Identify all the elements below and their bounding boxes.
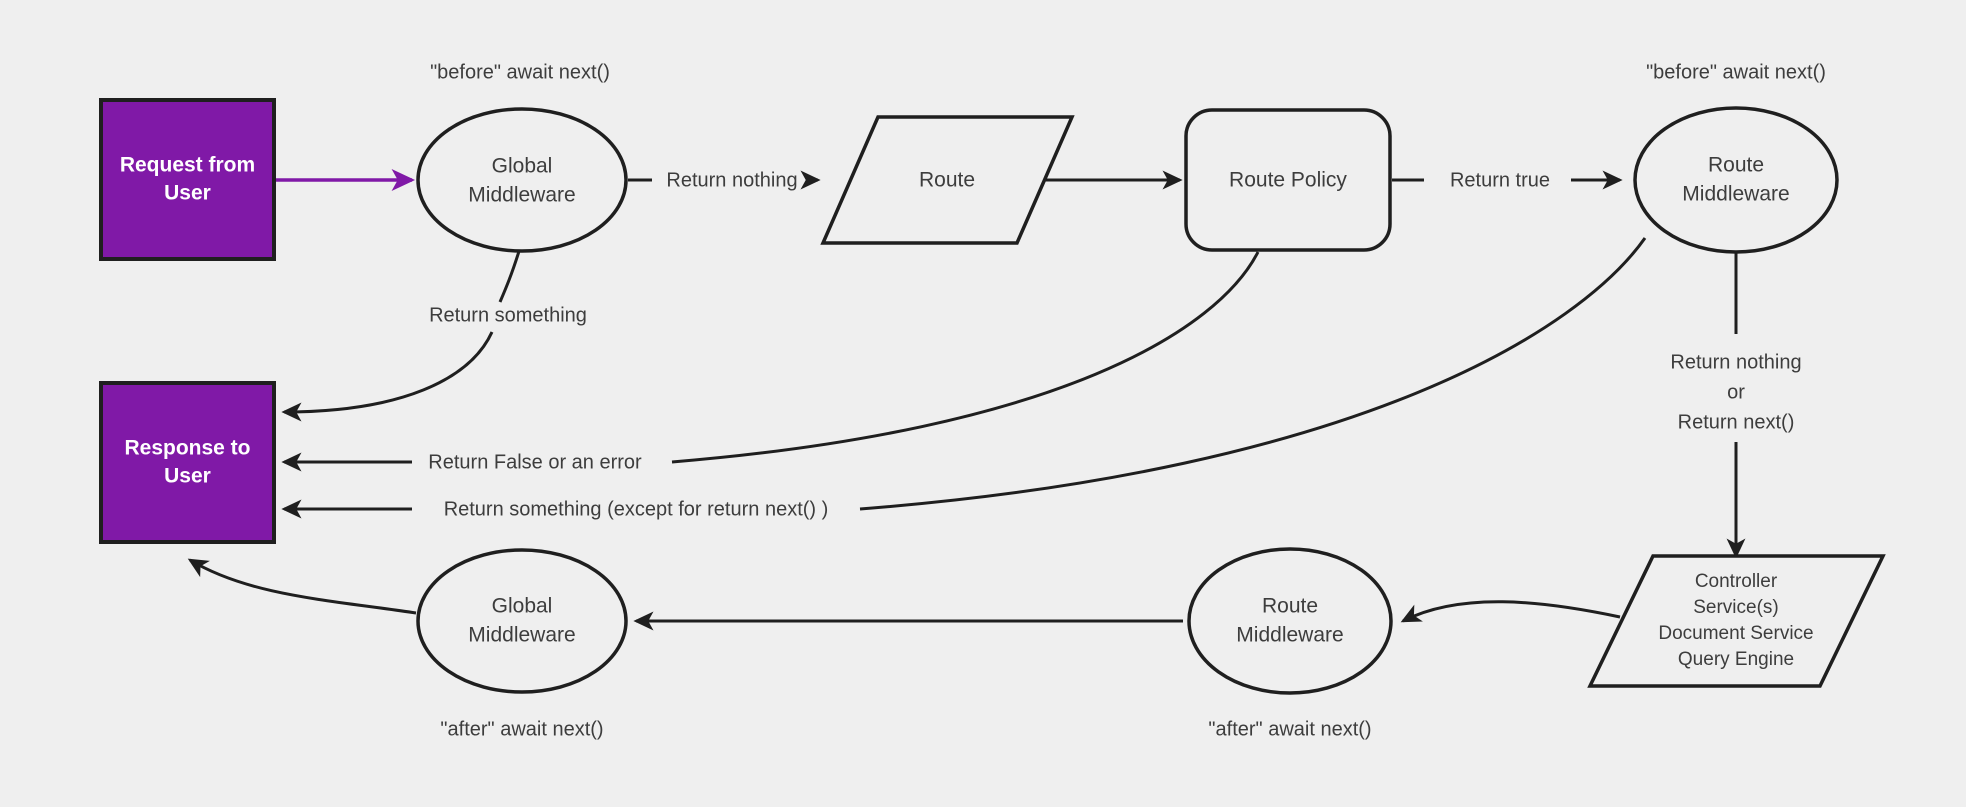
controller-stack-label-line1: Controller	[1695, 571, 1778, 592]
controller-stack-label-line3: Document Service	[1658, 623, 1813, 644]
controller-stack-parallelogram	[1587, 554, 1886, 688]
route-middleware-before-label-line1: Route	[1708, 154, 1764, 177]
edge-route-policy-to-route-middleware: Return true	[1392, 169, 1623, 191]
note-after-await-next-global: "after" await next()	[440, 718, 603, 740]
edge-label-return-nothing-or-next-line3: Return next()	[1678, 411, 1795, 433]
note-after-await-next-route: "after" await next()	[1208, 718, 1371, 740]
global-middleware-after-label-line1: Global	[492, 595, 553, 618]
edge-route-middleware-to-controller: Return nothing or Return next()	[1670, 252, 1802, 559]
node-route-policy[interactable]: Route Policy	[1184, 108, 1392, 252]
edge-controller-to-rm-after-curve	[1400, 600, 1621, 623]
route-middleware-after-ellipse	[1187, 547, 1393, 695]
global-middleware-before-ellipse	[416, 107, 628, 253]
edge-label-return-something: Return something	[429, 304, 587, 326]
global-middleware-before-label-line1: Global	[492, 155, 553, 178]
controller-stack-label-line2: Service(s)	[1693, 597, 1779, 618]
route-middleware-before-label-line2: Middleware	[1682, 183, 1789, 206]
request-from-user-label-line2: User	[164, 182, 211, 205]
route-policy-label: Route Policy	[1229, 169, 1347, 192]
edge-return-something-upper	[498, 247, 522, 303]
node-global-middleware-before[interactable]: Global Middleware	[416, 107, 628, 253]
edge-gm-after-to-response-curve	[187, 558, 417, 615]
response-to-user-label-line1: Response to	[124, 437, 250, 460]
request-from-user-label-line1: Request from	[120, 154, 255, 177]
edge-global-middleware-return-something: Return something	[281, 247, 587, 422]
node-route[interactable]: Route	[820, 115, 1075, 245]
node-route-middleware-after[interactable]: Route Middleware	[1187, 547, 1393, 695]
edge-label-return-something-except-next: Return something (except for return next…	[444, 498, 829, 520]
route-policy-rect	[1184, 108, 1392, 252]
route-parallelogram	[820, 115, 1075, 245]
request-from-user-box	[99, 98, 276, 261]
node-response-to-user[interactable]: Response to User	[99, 381, 276, 544]
node-controller-stack[interactable]: Controller Service(s) Document Service Q…	[1587, 554, 1886, 688]
node-route-middleware-before[interactable]: Route Middleware	[1633, 106, 1839, 254]
edge-route-policy-return-false: Return False or an error	[281, 251, 1260, 473]
edge-label-return-false-or-error: Return False or an error	[428, 451, 642, 473]
controller-stack-label-line4: Query Engine	[1678, 649, 1794, 670]
route-label: Route	[919, 169, 975, 192]
node-global-middleware-after[interactable]: Global Middleware	[416, 548, 628, 694]
edge-global-middleware-to-route: Return nothing	[628, 169, 821, 191]
route-middleware-after-label-line1: Route	[1262, 595, 1318, 618]
edge-label-return-true: Return true	[1450, 169, 1550, 191]
edge-return-something-except-curve	[859, 237, 1647, 511]
response-to-user-label-line2: User	[164, 465, 211, 488]
edge-label-return-nothing-or-next-line2: or	[1727, 381, 1745, 403]
global-middleware-before-label-line2: Middleware	[468, 184, 575, 207]
route-middleware-before-ellipse	[1633, 106, 1839, 254]
edge-return-something-lower	[281, 331, 494, 422]
edge-return-false-curve	[671, 251, 1260, 464]
route-middleware-after-label-line2: Middleware	[1236, 624, 1343, 647]
edge-label-return-nothing-or-next-line1: Return nothing	[1670, 351, 1801, 373]
edge-controller-to-route-middleware-after	[1400, 600, 1621, 623]
global-middleware-after-ellipse	[416, 548, 628, 694]
response-to-user-box	[99, 381, 276, 544]
edge-label-return-nothing: Return nothing	[666, 169, 797, 191]
node-request-from-user[interactable]: Request from User	[99, 98, 276, 261]
edge-route-middleware-return-something: Return something (except for return next…	[281, 237, 1647, 520]
note-before-await-next-global: "before" await next()	[430, 61, 610, 83]
global-middleware-after-label-line2: Middleware	[468, 624, 575, 647]
edge-global-middleware-after-to-response	[187, 558, 417, 615]
note-before-await-next-route: "before" await next()	[1646, 61, 1826, 83]
